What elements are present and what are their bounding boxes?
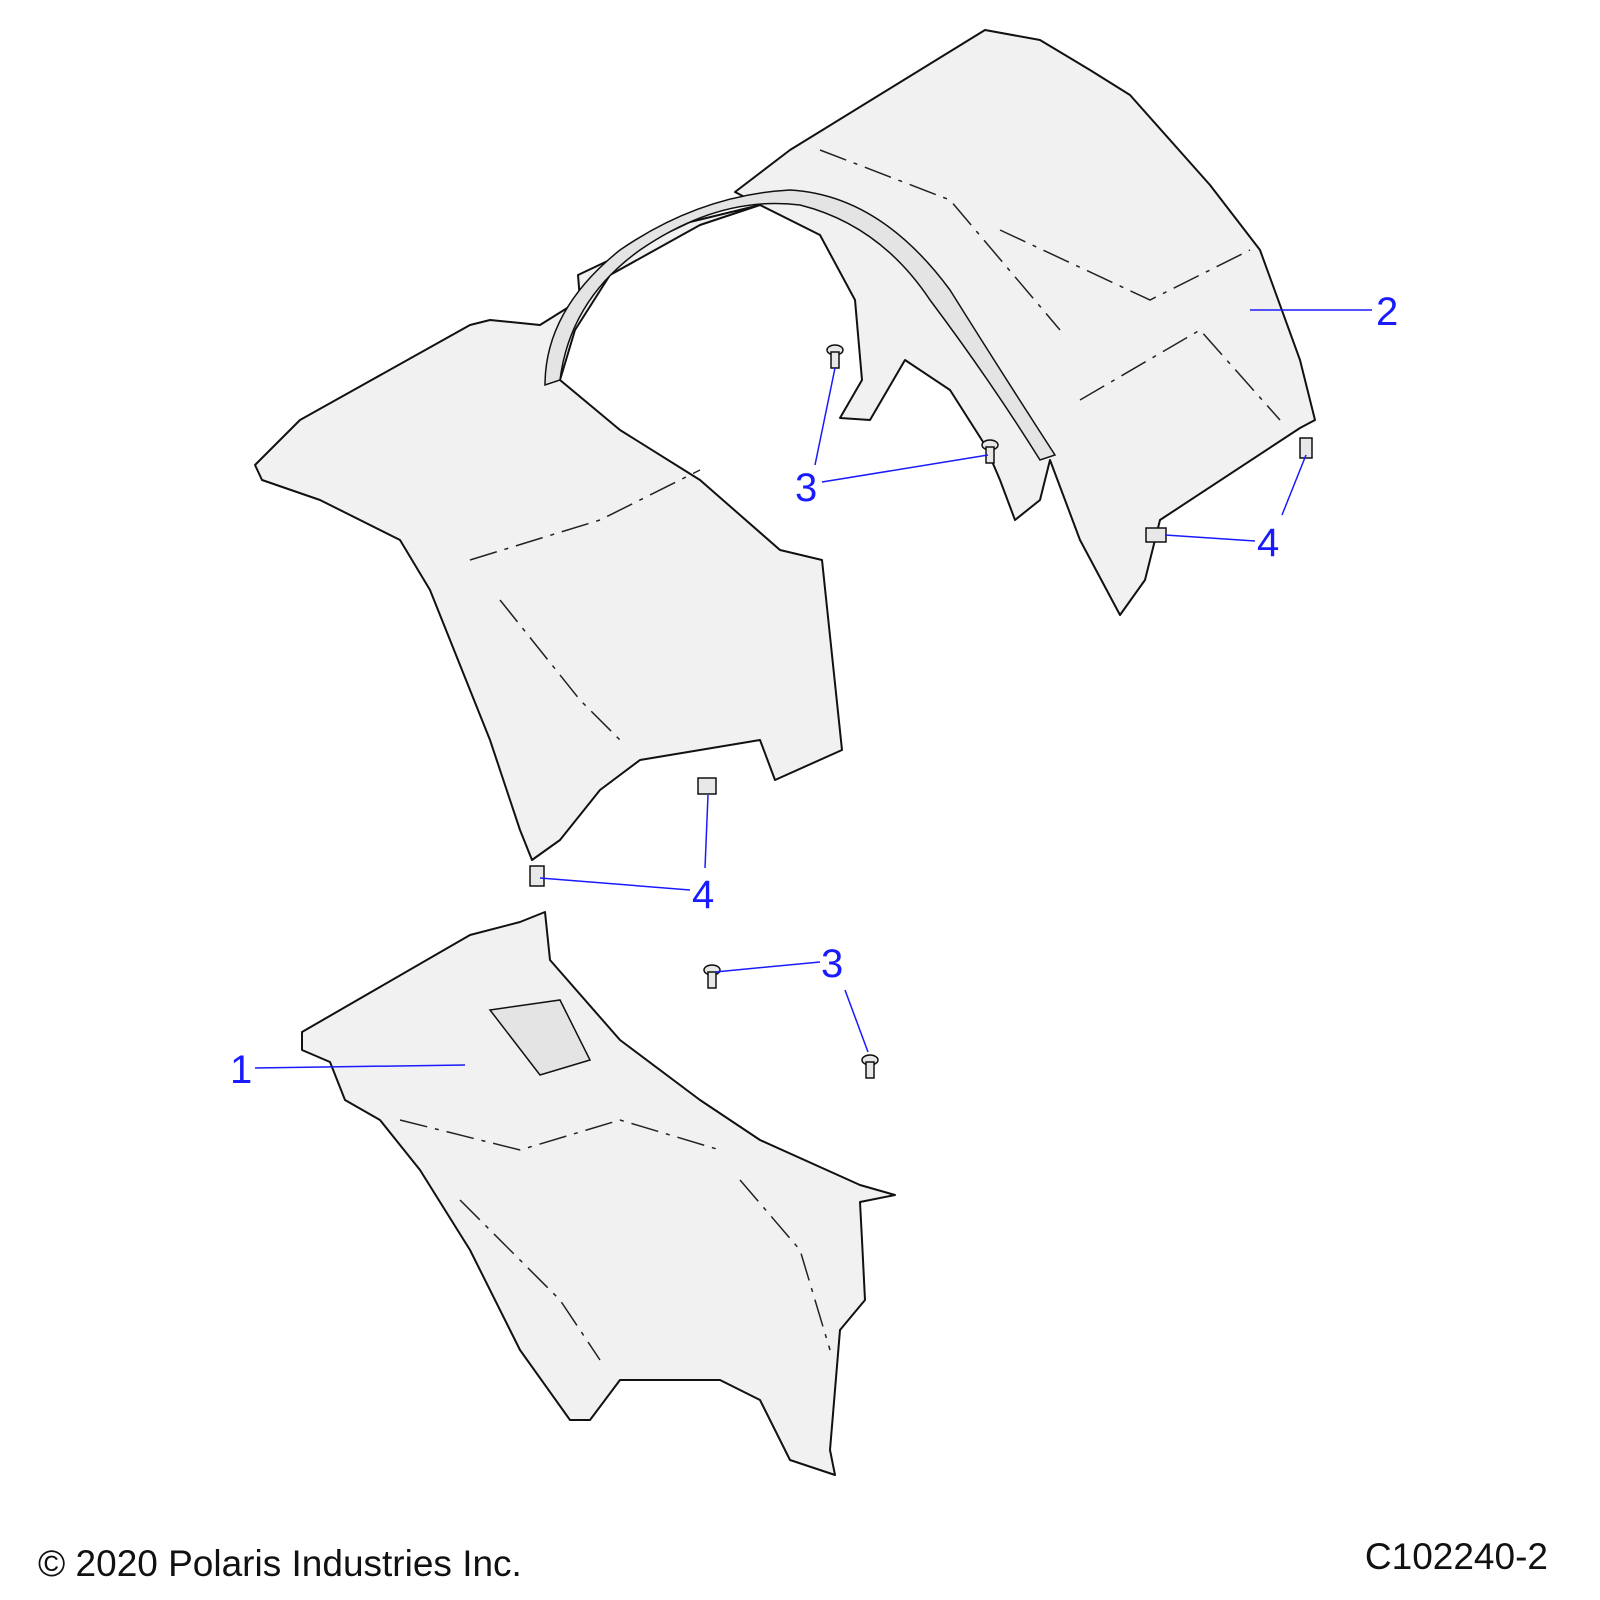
callout-4: 4: [692, 873, 715, 917]
clip-nut-icon: [529, 437, 1313, 887]
leader-lines: [254, 309, 1372, 1069]
callout-3: 3: [821, 942, 844, 986]
lower-panel: [301, 911, 896, 1476]
upper-panel-right: [734, 29, 1316, 616]
drawing-number: C102240-2: [1364, 1536, 1548, 1577]
callout-1: 1: [230, 1048, 253, 1092]
copyright-text: © 2020 Polaris Industries Inc.: [38, 1543, 522, 1584]
upper-panel-left: [254, 204, 843, 861]
callout-4: 4: [1257, 521, 1280, 565]
arch-frame: [544, 189, 1057, 461]
push-rivet-icon: [703, 344, 999, 1079]
callout-3: 3: [795, 466, 818, 510]
callout-2: 2: [1376, 290, 1399, 334]
